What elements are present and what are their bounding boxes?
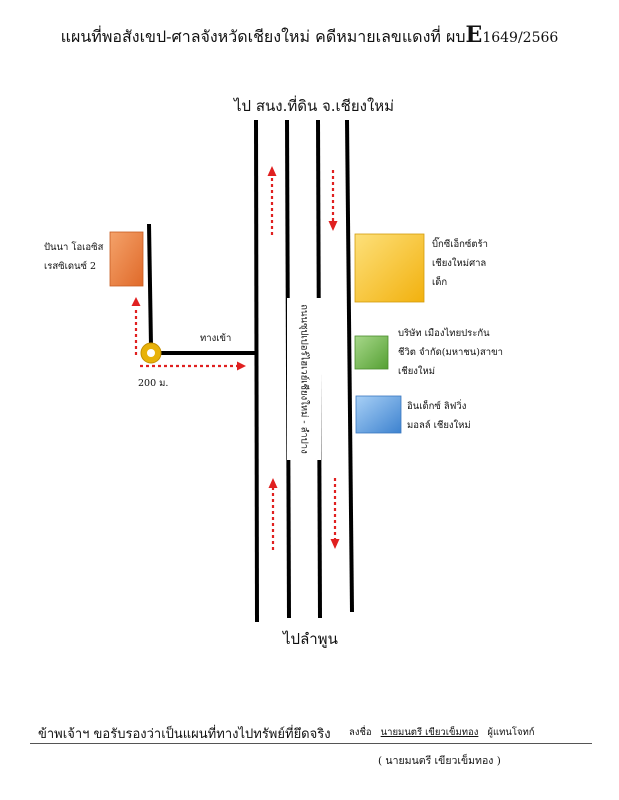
- side-road: [147, 223, 256, 355]
- location-marker-center: [147, 349, 155, 357]
- main-road-label-box: ถนนซุปเปอร์ไฮเวย์เชียงใหม่ - ลำปาง: [287, 298, 321, 460]
- entrance-label: ทางเข้า: [200, 333, 232, 344]
- index-building-shape: [355, 395, 402, 434]
- muang-thai-building-line-2: ชีวิต จำกัด(มหาชน)สาขา: [398, 347, 503, 358]
- traffic-arrowhead-4: [330, 539, 340, 549]
- traffic-arrowhead-2: [328, 221, 338, 231]
- printed-name: ( นายมนตรี เขียวเข็มทอง ): [378, 755, 501, 767]
- road-line-4: [345, 119, 354, 613]
- distance-label: 200 ม.: [138, 378, 169, 389]
- north-road-label: ไป สนง.ที่ดิน จ.เชียงใหม่: [234, 97, 395, 115]
- title-case-number: 1649/2566: [482, 30, 559, 46]
- big-c-building-line-2: เชียงใหม่ศาล: [432, 258, 487, 269]
- main-road-name: ถนนซุปเปอร์ไฮเวย์เชียงใหม่ - ลำปาง: [298, 304, 310, 454]
- muang-thai-building-shape: [354, 335, 389, 370]
- muang-thai-building-line-3: เชียงใหม่: [398, 366, 436, 377]
- property-building-shape: [109, 231, 144, 287]
- title-letter: E: [465, 22, 483, 48]
- big-c-building-line-3: เด็ก: [432, 277, 448, 288]
- muang-thai-building-label: บริษัท เมืองไทยประกัน ชีวิต จำกัด(มหาชน)…: [398, 324, 503, 381]
- index-building-label: อินเด็กซ์ ลิฟวิ่ง มอลล์ เชียงใหม่: [407, 397, 471, 435]
- map-title: แผนที่พอสังเขป-ศาลจังหวัดเชียงใหม่ คดีหม…: [0, 22, 619, 50]
- property-building-line-1: ปันนา โอเอซิส: [44, 242, 104, 253]
- big-c-building-label: บิ๊กซีเอ็กซ์ตร้า เชียงใหม่ศาล เด็ก: [432, 235, 488, 292]
- property-building-line-2: เรสซิเดนซ์ 2: [44, 261, 97, 272]
- side-road-vertical: [147, 223, 153, 347]
- certification-text: ข้าพเจ้าฯ ขอรับรองว่าเป็นแผนที่ทางไปทรัพ…: [38, 727, 331, 742]
- signer-name: นายมนตรี เขียวเข็มทอง: [380, 727, 479, 738]
- sign-label: ลงชื่อ: [349, 727, 372, 738]
- muang-thai-building-line-1: บริษัท เมืองไทยประกัน: [398, 328, 490, 339]
- index-building-line-2: มอลล์ เชียงใหม่: [407, 420, 471, 431]
- big-c-building-line-1: บิ๊กซีเอ็กซ์ตร้า: [432, 239, 488, 250]
- signature-line: ลงชื่อ นายมนตรี เขียวเข็มทอง ผู้แทนโจทก์: [349, 725, 535, 740]
- footer-divider: [30, 743, 592, 744]
- traffic-arrows: [270, 170, 337, 550]
- big-c-building-shape: [354, 233, 425, 303]
- route-arrowhead-east: [237, 361, 246, 371]
- traffic-arrowhead-1: [267, 166, 277, 176]
- road-line-1: [254, 119, 259, 623]
- traffic-arrowhead-3: [268, 478, 278, 488]
- index-building-line-1: อินเด็กซ์ ลิฟวิ่ง: [407, 401, 467, 412]
- south-road-label: ไปลำพูน: [283, 630, 338, 648]
- signer-role: ผู้แทนโจทก์: [487, 727, 535, 738]
- route-arrowhead-north: [131, 297, 141, 306]
- property-building-label: ปันนา โอเอซิส เรสซิเดนซ์ 2: [44, 238, 103, 276]
- title-prefix: แผนที่พอสังเขป-ศาลจังหวัดเชียงใหม่ คดีหม…: [60, 27, 466, 46]
- route-path: [134, 307, 238, 368]
